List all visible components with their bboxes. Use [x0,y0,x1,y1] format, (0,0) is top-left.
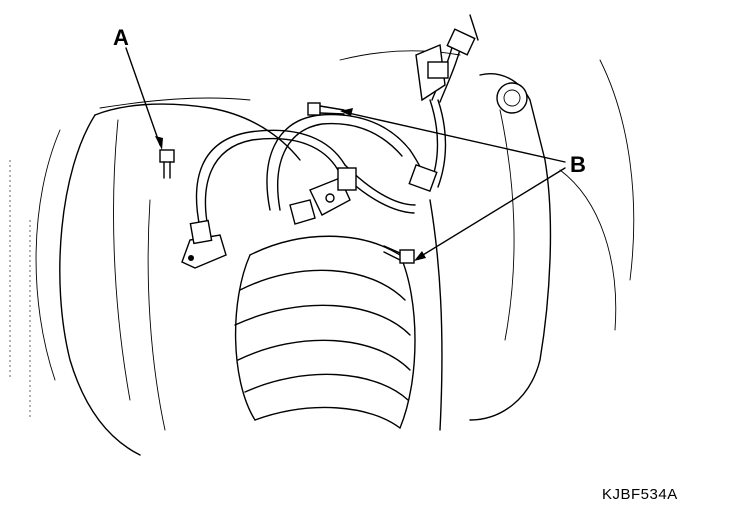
leader-lines [125,47,566,261]
bolts [159,102,415,264]
knuckle-housing [339,50,635,431]
figure-code: KJBF534A [602,486,678,503]
driveshaft-boot [234,235,416,429]
hose-brackets [181,28,476,269]
wheel-outline [9,97,301,456]
callout-label-b: B [570,152,586,177]
callout-label-a: A [113,25,129,50]
